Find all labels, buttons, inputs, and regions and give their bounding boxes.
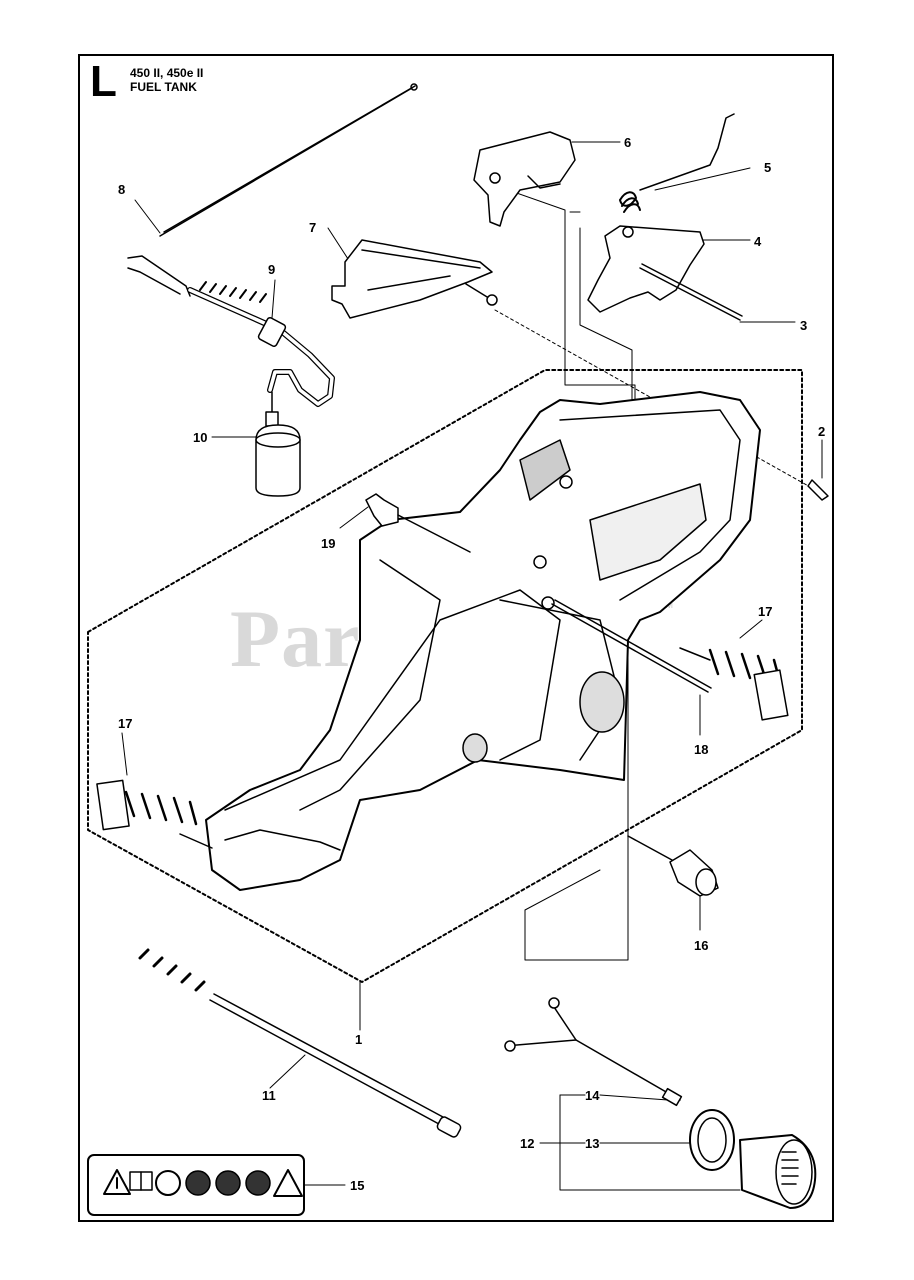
callout-16: 16: [694, 938, 709, 953]
part-pin-18: [551, 599, 712, 693]
model-line: 450 II, 450e II: [130, 66, 204, 80]
part-seal-ring: [689, 1109, 735, 1171]
callout-9: 9: [268, 262, 276, 277]
part-throttle-trigger: [473, 131, 576, 227]
part-bushing: [627, 835, 719, 897]
callout-11: 11: [262, 1088, 276, 1103]
diagram-title: 450 II, 450e II FUEL TANK: [130, 66, 203, 94]
callout-19: 19: [321, 536, 336, 551]
callout-3: 3: [800, 318, 808, 333]
callout-13: 13: [585, 1136, 600, 1151]
part-handle-plate: [331, 239, 498, 319]
callout-18: 18: [694, 742, 709, 757]
part-screw: [807, 479, 829, 501]
part-fuel-hose: [127, 255, 335, 407]
callout-4: 4: [754, 234, 762, 249]
part-pin: [639, 263, 743, 321]
part-throttle-lockout: [587, 225, 705, 313]
part-rod: [159, 83, 418, 237]
title-line: FUEL TANK: [130, 80, 197, 94]
part-av-spring-left: [96, 779, 213, 849]
callout-17-right: 17: [758, 604, 773, 619]
callout-14: 14: [585, 1088, 600, 1103]
part-warning-decal: [87, 1154, 305, 1216]
part-av-spring-right: [679, 647, 789, 721]
callout-10: 10: [193, 430, 208, 445]
callout-12: 12: [520, 1136, 535, 1151]
callout-17-left: 17: [118, 716, 133, 731]
callout-8: 8: [118, 182, 126, 197]
part-fuel-cap: [739, 1134, 817, 1209]
part-fuel-pickup: [504, 997, 683, 1107]
diagram-frame: [78, 54, 834, 1222]
part-spring: [619, 113, 735, 213]
callout-15: 15: [350, 1178, 365, 1193]
callout-7: 7: [309, 220, 317, 235]
callout-6: 6: [624, 135, 632, 150]
callout-1: 1: [355, 1032, 363, 1047]
part-fuel-filter: [255, 391, 301, 497]
callout-5: 5: [764, 160, 772, 175]
part-fuel-tank: [205, 391, 761, 891]
part-nipple: [365, 493, 471, 553]
section-letter: L: [90, 57, 117, 106]
part-fuel-hose-11: [138, 948, 462, 1138]
assembly-outline: [87, 369, 803, 983]
callout-2: 2: [818, 424, 826, 439]
